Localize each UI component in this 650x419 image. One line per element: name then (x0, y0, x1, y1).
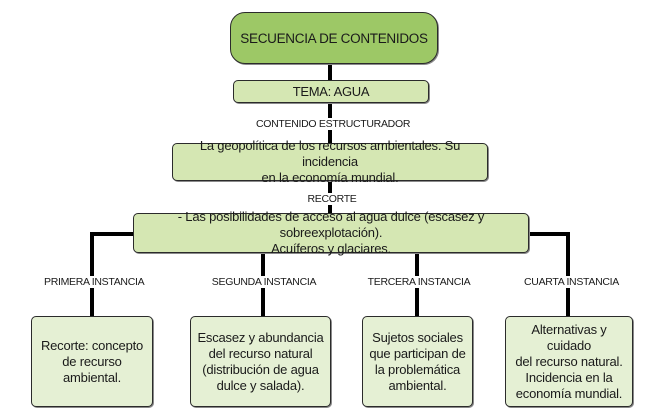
label-tercera-instancia: TERCERA INSTANCIA (364, 276, 474, 288)
node-cuarta-instancia: Alternativas y cuidado del recurso natur… (505, 316, 633, 407)
sequence-title-text: SECUENCIA DE CONTENIDOS (240, 30, 428, 46)
theme-text: TEMA: AGUA (292, 84, 370, 99)
instance-line: dulce y salada). (216, 377, 305, 393)
structuring-content-line: en la economía mundial. (261, 170, 399, 185)
node-tercera-instancia: Sujetos sociales que participan de la pr… (362, 316, 473, 407)
instance-line: ambiental. (388, 377, 447, 393)
node-primera-instancia: Recorte: concepto de recurso ambiental. (31, 316, 153, 407)
connector-cut-left-horizontal (90, 232, 134, 236)
label-contenido-estructurador: CONTENIDO ESTRUCTURADOR (254, 118, 411, 130)
instance-line: economía mundial. (515, 385, 623, 401)
node-structuring-content: La geopolítica de los recursos ambiental… (172, 138, 488, 185)
instance-line: de recurso (62, 353, 122, 369)
connector-cut-left-vertical (90, 232, 94, 317)
instance-line: Sujetos sociales (372, 329, 463, 345)
label-primera-instancia: PRIMERA INSTANCIA (42, 276, 146, 288)
node-theme: TEMA: AGUA (233, 80, 429, 103)
instance-line: (distribución de agua (202, 361, 319, 377)
node-sequence-title: SECUENCIA DE CONTENIDOS (230, 12, 438, 64)
connector-cut-right-horizontal (528, 232, 570, 236)
instance-line: que participan de (369, 345, 466, 361)
label-cuarta-instancia: CUARTA INSTANCIA (522, 276, 620, 288)
instance-line: Escasez y abundancia (197, 329, 324, 345)
cut-line: - Las posibilidades de acceso al agua du… (177, 209, 485, 240)
instance-line: del recurso natural. (515, 353, 623, 369)
instance-line: Alternativas y cuidado (531, 321, 607, 353)
cut-line: Acuíferos y glaciares. (271, 241, 391, 256)
connector-cut-right-vertical (566, 232, 570, 317)
instance-line: la problemática (374, 361, 461, 377)
structuring-content-line: La geopolítica de los recursos ambiental… (199, 138, 461, 169)
label-segunda-instancia: SEGUNDA INSTANCIA (208, 276, 320, 288)
connector-title-theme (328, 63, 332, 81)
label-recorte: RECORTE (305, 193, 359, 205)
node-segunda-instancia: Escasez y abundancia del recurso natural… (190, 316, 331, 407)
instance-line: Incidencia en la (525, 369, 613, 385)
instance-line: ambiental. (63, 369, 121, 385)
node-cut: - Las posibilidades de acceso al agua du… (133, 209, 529, 256)
instance-line: Recorte: concepto (40, 337, 144, 353)
instance-line: del recurso natural (208, 345, 313, 361)
